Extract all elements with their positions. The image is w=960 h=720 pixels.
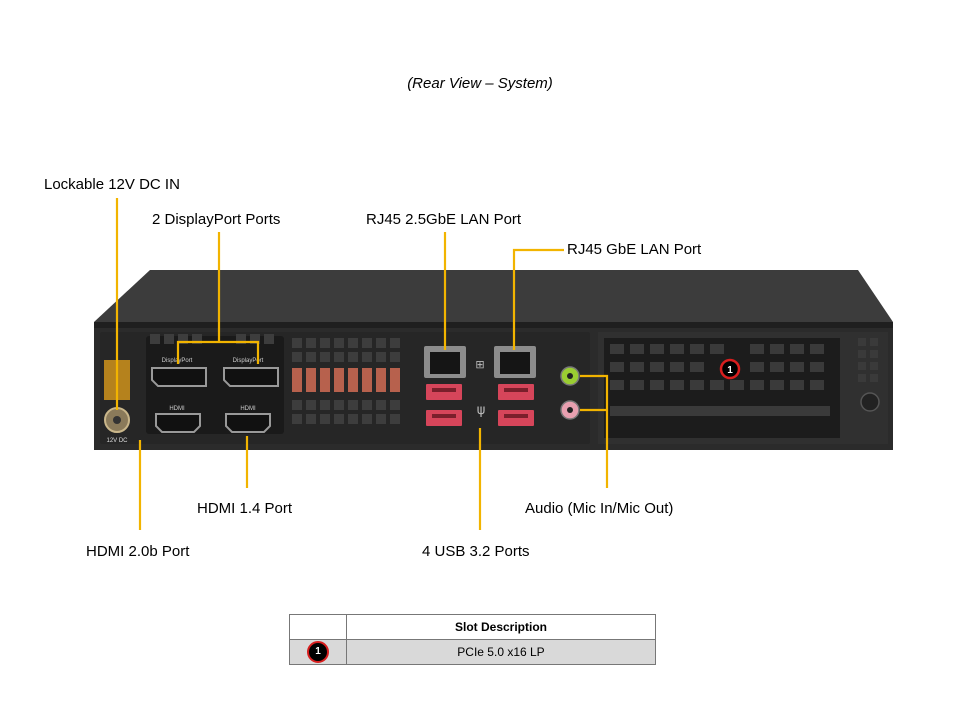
- dp2-text: DisplayPort: [233, 358, 264, 364]
- vent-holes-right: [858, 338, 878, 382]
- displayport-1: [151, 367, 207, 387]
- callout-lines: [115, 198, 609, 530]
- label-hdmi-2-0b: HDMI 2.0b Port: [86, 543, 190, 560]
- network-icon: ⊞: [475, 358, 484, 371]
- slot-number-badge: 1: [307, 641, 329, 663]
- slot-table-header-row: Slot Description: [289, 614, 656, 640]
- slot-desc-cell: PCIe 5.0 x16 LP: [346, 639, 656, 665]
- hdmi-1-4-port: [225, 413, 271, 433]
- label-dc-in: Lockable 12V DC IN: [44, 176, 180, 193]
- hdmi1-text: HDMI: [169, 406, 185, 412]
- figure-caption: (Rear View – System): [407, 75, 553, 92]
- vent-grid: [292, 338, 400, 424]
- hdmi2-text: HDMI: [240, 406, 256, 412]
- chassis-top: [94, 270, 893, 322]
- hdmi-2-0b-port: [155, 413, 201, 433]
- slot-table-header-num: [289, 614, 347, 640]
- callout-lan-gbe: [512, 248, 564, 350]
- chassis-screw: [860, 392, 880, 412]
- label-lan-25gbe: RJ45 2.5GbE LAN Port: [366, 211, 522, 228]
- vent-holes-bay: [610, 344, 830, 416]
- slot-1-marker: [719, 358, 741, 380]
- label-hdmi-1-4: HDMI 1.4 Port: [197, 500, 293, 517]
- slot-number-cell: 1: [289, 639, 347, 665]
- callout-audio-top: [580, 374, 609, 488]
- vent-grid-colored: [292, 368, 400, 392]
- slot-table-header-desc: Slot Description: [346, 614, 656, 640]
- label-displayport: 2 DisplayPort Ports: [152, 211, 281, 228]
- callout-displayport-bracket: [176, 340, 260, 364]
- usb-icon: ψ: [477, 403, 486, 418]
- table-row: 1 PCIe 5.0 x16 LP: [289, 639, 656, 665]
- label-usb: 4 USB 3.2 Ports: [422, 543, 530, 560]
- slot-description-table: Slot Description 1 PCIe 5.0 x16 LP: [289, 614, 656, 665]
- slot-1-marker-label: 1: [727, 365, 733, 376]
- label-audio: Audio (Mic In/Mic Out): [525, 500, 674, 517]
- label-lan-gbe: RJ45 GbE LAN Port: [567, 241, 702, 258]
- dc-in-text: 12V DC: [106, 438, 128, 444]
- displayport-2: [223, 367, 279, 387]
